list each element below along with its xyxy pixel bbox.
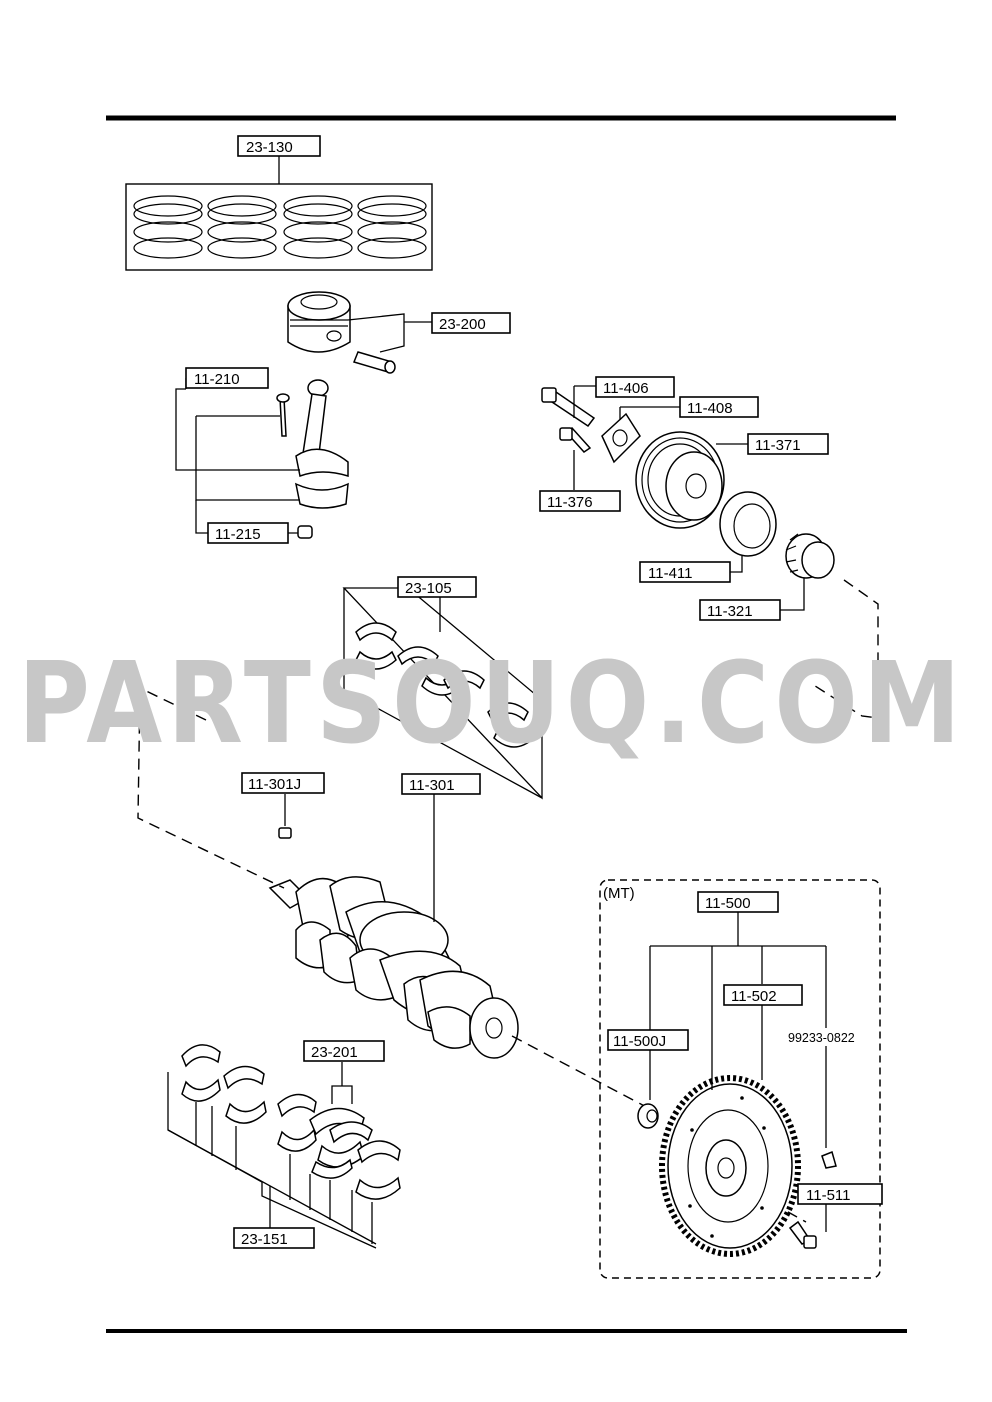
- mt-group-label: (MT): [603, 885, 635, 902]
- callout-text-11-406: 11-406: [603, 380, 649, 397]
- callout-text-23-200: 23-200: [439, 316, 486, 333]
- watermark: PARTSOUQ.COM: [18, 639, 966, 769]
- callout-text-11-376: 11-376: [547, 494, 593, 511]
- callout-text-23-151: 23-151: [241, 1231, 288, 1248]
- callout-11-502[interactable]: 11-502: [723, 984, 803, 1006]
- callout-11-321[interactable]: 11-321: [699, 599, 781, 621]
- callout-text-11-301J: 11-301J: [248, 776, 301, 793]
- callout-11-511[interactable]: 11-511: [797, 1183, 883, 1205]
- callout-23-200[interactable]: 23-200: [431, 312, 511, 334]
- callout-11-408[interactable]: 11-408: [679, 396, 759, 418]
- callout-text-11-210: 11-210: [194, 371, 240, 388]
- callout-11-500J[interactable]: 11-500J: [607, 1029, 689, 1051]
- callout-23-130[interactable]: 23-130: [237, 135, 321, 157]
- callout-text-11-500: 11-500: [705, 895, 751, 912]
- callout-text-11-215: 11-215: [215, 526, 261, 543]
- callout-text-11-411: 11-411: [648, 565, 692, 582]
- callout-11-371[interactable]: 11-371: [747, 433, 829, 455]
- callout-11-411[interactable]: 11-411: [639, 561, 731, 583]
- callout-text-11-408: 11-408: [687, 400, 733, 417]
- callout-11-406[interactable]: 11-406: [595, 376, 675, 398]
- piston-ring-set: [125, 155, 433, 271]
- callout-11-376[interactable]: 11-376: [539, 490, 621, 512]
- callout-11-301[interactable]: 11-301: [401, 773, 481, 795]
- main-bearing-lower-set: [167, 1044, 401, 1249]
- mt-flywheel-group: [599, 879, 881, 1279]
- callout-text-11-321: 11-321: [707, 603, 753, 620]
- callout-23-105[interactable]: 23-105: [397, 576, 477, 598]
- callout-11-301J[interactable]: 11-301J: [241, 772, 325, 794]
- callout-11-210[interactable]: 11-210: [185, 367, 269, 389]
- connecting-rod: [175, 378, 349, 539]
- callout-11-500[interactable]: 11-500: [697, 891, 779, 913]
- crank-pulley-group: [541, 385, 835, 611]
- bolt-part-number-label: 99233-0822: [788, 1031, 855, 1045]
- piston-assembly: [287, 291, 434, 374]
- callout-text-11-371: 11-371: [755, 437, 801, 454]
- callout-text-11-511: 11-511: [806, 1187, 850, 1204]
- callout-text-23-105: 23-105: [405, 580, 452, 597]
- callout-23-201[interactable]: 23-201: [303, 1040, 385, 1062]
- callout-text-11-502: 11-502: [731, 988, 777, 1005]
- callout-11-215[interactable]: 11-215: [207, 522, 289, 544]
- callout-text-23-201: 23-201: [311, 1044, 358, 1061]
- callout-text-11-500J: 11-500J: [613, 1033, 666, 1050]
- crankshaft: [268, 794, 519, 1059]
- main-bearing-upper-set: [342, 587, 543, 800]
- callout-23-151[interactable]: 23-151: [233, 1227, 315, 1249]
- callout-text-11-301: 11-301: [409, 777, 455, 794]
- callout-text-23-130: 23-130: [246, 139, 293, 156]
